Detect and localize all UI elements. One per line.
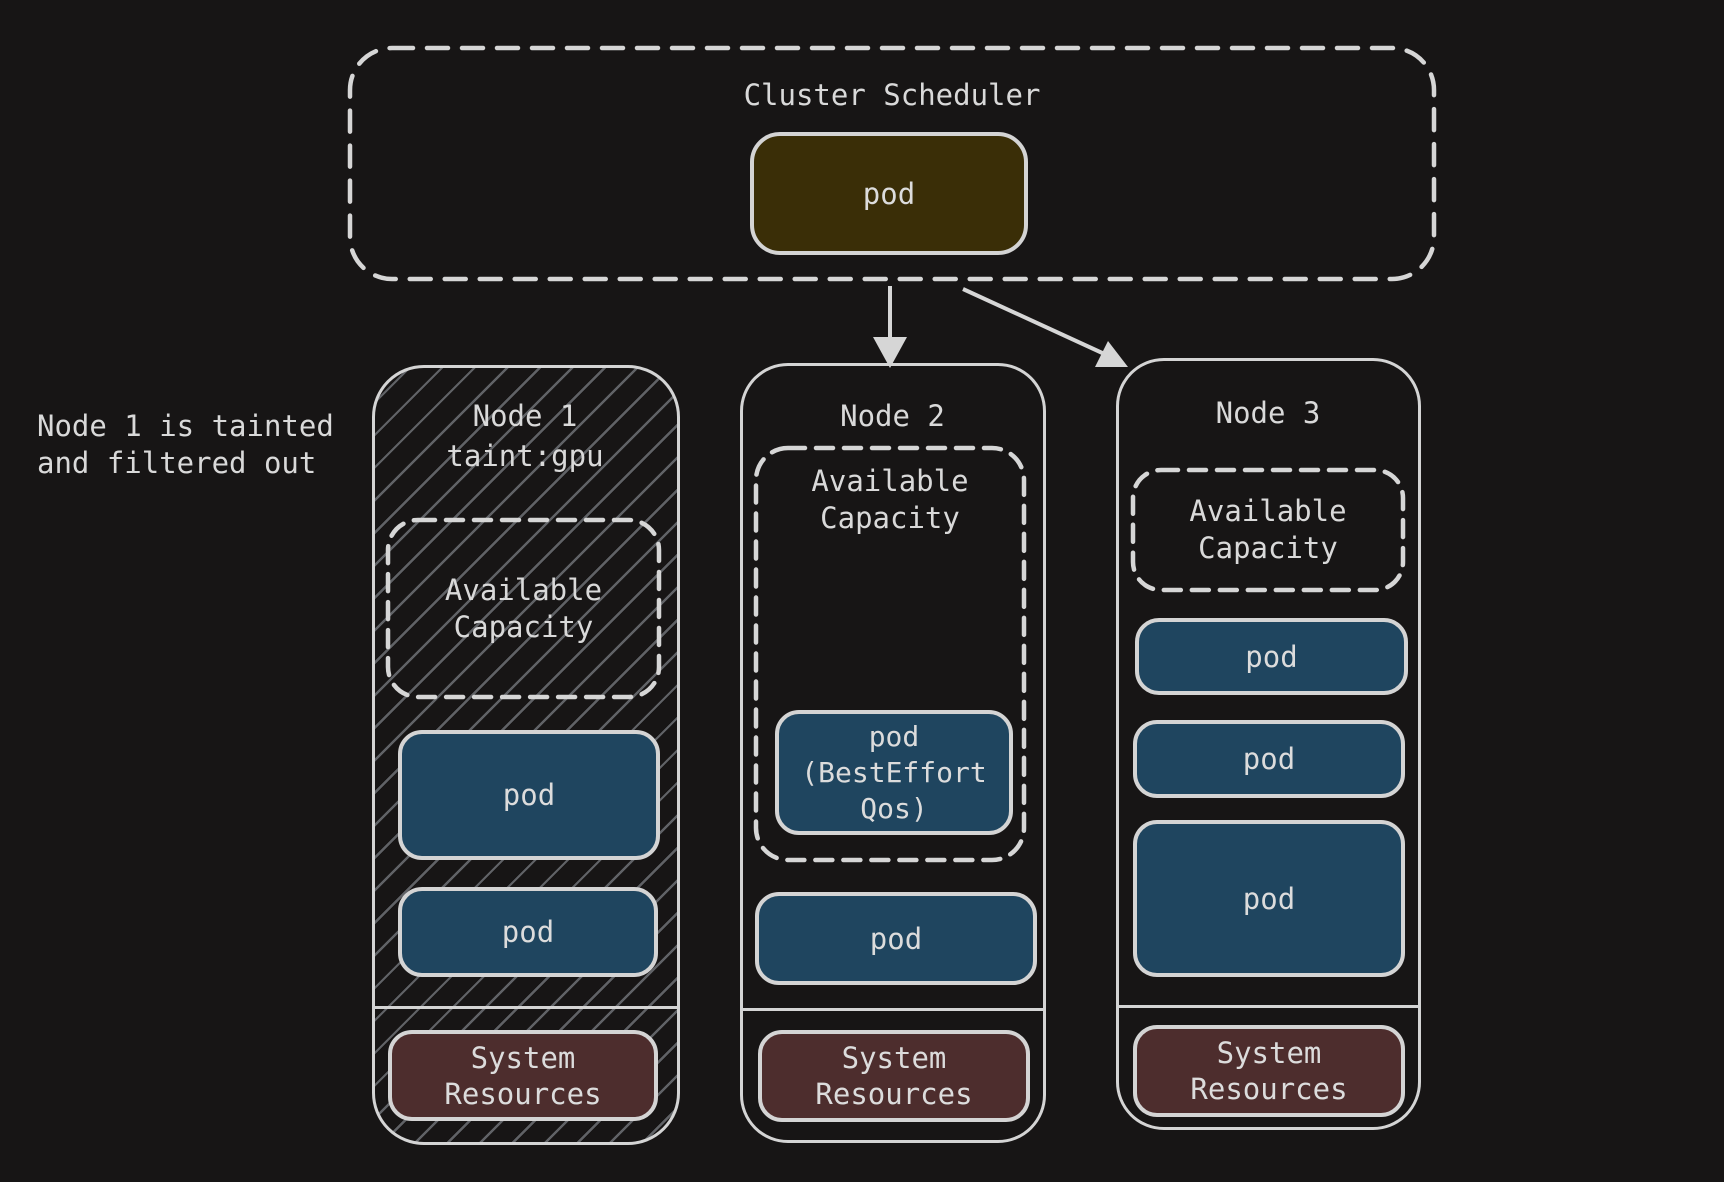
scheduler-pod-label: pod: [862, 176, 916, 211]
node-2-system-divider: [743, 1008, 1043, 1011]
pod-label: pod: [1245, 639, 1298, 674]
pod-label: pod: [1242, 742, 1296, 776]
node-2-besteffort-pod: pod (BestEffort Qos): [775, 710, 1013, 835]
node-2-available-capacity-box: Available Capacity pod (BestEffort Qos): [753, 445, 1027, 863]
cluster-scheduler-box: Cluster Scheduler pod: [347, 45, 1437, 282]
pod-label: pod: [502, 778, 556, 812]
pod-label: pod: [1242, 881, 1296, 916]
node-3-system-divider: [1119, 1005, 1418, 1008]
node-1-available-capacity-box: Available Capacity: [385, 517, 662, 700]
arrow-to-node-3-shaft: [962, 287, 1112, 359]
system-resources-label: System Resources: [815, 1041, 973, 1111]
node-1-pod-2: pod: [398, 887, 658, 977]
arrow-to-node-3-head: [1095, 341, 1128, 367]
node-2-system-resources: System Resources: [758, 1030, 1030, 1122]
scheduler-pod: pod: [750, 132, 1028, 255]
node-1-system-divider: [375, 1006, 677, 1009]
pod-label: pod: [501, 915, 555, 949]
node-3-pod-3: pod: [1133, 820, 1405, 977]
system-resources-label: System Resources: [444, 1040, 602, 1111]
cluster-scheduler-title: Cluster Scheduler: [743, 78, 1041, 112]
system-resources-label: System Resources: [1190, 1036, 1348, 1106]
node-3: Node 3 Available Capacity pod pod pod Sy…: [1116, 358, 1421, 1130]
node-3-title: Node 3: [1215, 396, 1321, 430]
node-2-title: Node 2: [840, 399, 945, 433]
node-2-capacity-label: Available Capacity: [811, 464, 969, 535]
node-1-capacity-label: Available Capacity: [444, 572, 603, 644]
node-1: Node 1 taint:gpu Available Capacity pod …: [372, 365, 680, 1145]
node-2-pod-1: pod: [755, 892, 1037, 985]
node-3-available-capacity-box: Available Capacity: [1130, 467, 1406, 593]
node-3-capacity-label: Available Capacity: [1189, 494, 1347, 565]
node-3-system-resources: System Resources: [1133, 1025, 1405, 1117]
pod-label: pod: [869, 921, 923, 956]
node-1-title: Node 1: [472, 399, 578, 433]
node-3-pod-1: pod: [1135, 618, 1408, 695]
node-1-system-resources: System Resources: [388, 1030, 658, 1121]
node-2: Node 2 Available Capacity pod (BestEffor…: [740, 363, 1046, 1143]
node-3-pod-2: pod: [1133, 720, 1405, 798]
pod-label: pod (BestEffort Qos): [801, 719, 987, 825]
node-1-pod-1: pod: [398, 730, 660, 860]
taint-annotation: Node 1 is tainted and filtered out: [37, 409, 334, 480]
node-1-taint-label: taint:gpu: [446, 439, 604, 473]
